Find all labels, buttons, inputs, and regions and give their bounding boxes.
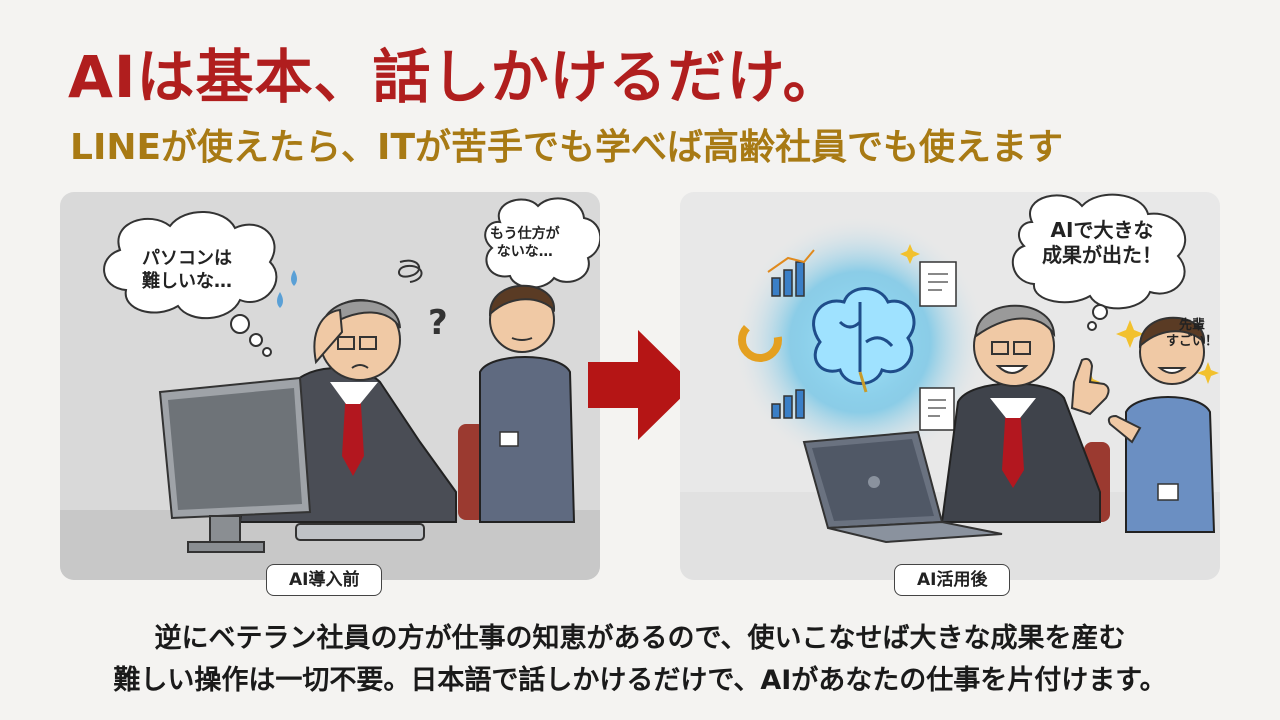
bubble-text-young-after: 先輩すごい！ — [1166, 318, 1219, 350]
thought-bubble-elder — [103, 211, 278, 357]
before-ai-illustration: ? — [60, 192, 600, 580]
question-mark-icon: ? — [428, 303, 448, 343]
bubble-text-elder-after: AIで大きな成果が出た！ — [1042, 218, 1162, 267]
line-chart-icon — [771, 389, 805, 419]
document-icon-2 — [919, 387, 955, 431]
document-icon — [919, 261, 957, 307]
brain-icon — [812, 287, 916, 393]
desktop-monitor — [158, 376, 312, 553]
sweat-drop-icon — [277, 270, 297, 308]
bubble-text-young-before: もう仕方がないな… — [490, 226, 560, 260]
speech-bubble-elder — [1011, 193, 1187, 331]
bar-chart-icon — [767, 249, 815, 297]
footer-line-1: 逆にベテラン社員の方が仕事の知恵があるので、使いこなせば大きな成果を産む — [154, 623, 1126, 654]
elder-man-happy-figure — [940, 304, 1110, 523]
after-ai-illustration: AIで大きな成果が出た！ 先輩すごい！ — [680, 192, 1220, 580]
caption-before: AI導入前 — [266, 564, 383, 596]
pie-chart-icon — [738, 318, 782, 362]
thumbs-up-icon — [1070, 357, 1110, 416]
young-colleague-figure — [479, 284, 576, 523]
bubble-text-elder-before: パソコンは難しいな… — [142, 248, 232, 292]
before-scene: ? — [60, 197, 600, 580]
after-scene — [680, 193, 1220, 580]
page-title: AIは基本、話しかけるだけ。 — [68, 43, 842, 111]
page-subtitle: LINEが使えたら、ITが苦手でも学べば高齢社員でも使えます — [70, 127, 1064, 168]
footer-line-2: 難しい操作は一切不要。日本語で話しかけるだけで、AIがあなたの仕事を片付けます。 — [113, 665, 1167, 696]
scribble-icon — [398, 259, 423, 283]
keyboard — [295, 523, 425, 541]
caption-after: AI活用後 — [894, 564, 1011, 596]
transition-arrow-icon — [588, 330, 694, 440]
young-colleague-happy-figure — [1107, 316, 1216, 533]
laptop — [802, 430, 1003, 544]
